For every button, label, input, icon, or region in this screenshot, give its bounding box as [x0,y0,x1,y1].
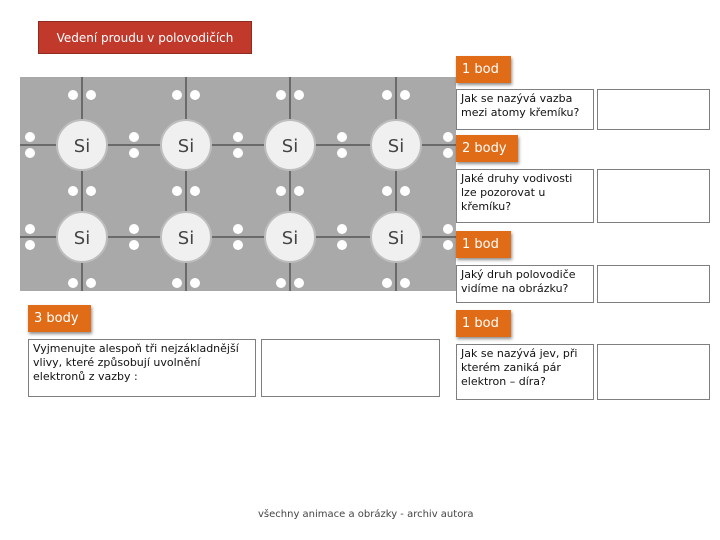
footer-credit: všechny animace a obrázky - archiv autor… [258,509,474,520]
electron [233,148,243,158]
q1-points-badge: 1 bod [456,56,511,83]
electron [294,278,304,288]
electron [129,132,139,142]
atom-symbol: Si [74,136,90,157]
electron [337,132,347,142]
atom-symbol: Si [388,228,404,249]
q4-question: Jak se nazývá jev, při kterém zaniká pár… [456,344,594,400]
atom-symbol: Si [178,136,194,157]
electron [382,186,392,196]
electron [129,224,139,234]
electron [25,240,35,250]
electron [190,90,200,100]
q4-points-badge: 1 bod [456,310,511,337]
electron [276,90,286,100]
atom-symbol: Si [282,228,298,249]
silicon-atom: Si [370,119,422,171]
electron [337,148,347,158]
electron [276,278,286,288]
silicon-atom: Si [264,119,316,171]
silicon-atom: Si [56,119,108,171]
electron [86,90,96,100]
electron [443,240,453,250]
q5-points-badge: 3 body [28,305,91,332]
silicon-atom: Si [160,119,212,171]
electron [294,186,304,196]
electron [172,278,182,288]
electron [190,278,200,288]
atom-symbol: Si [388,136,404,157]
electron [86,186,96,196]
silicon-atom: Si [264,211,316,263]
electron [233,224,243,234]
q5-answer-field[interactable] [261,339,440,397]
electron [400,186,410,196]
atom-symbol: Si [282,136,298,157]
slide-title: Vedení proudu v polovodičích [38,21,252,54]
q1-answer-field[interactable] [597,89,710,130]
electron [129,148,139,158]
electron [25,132,35,142]
q2-answer-field[interactable] [597,169,710,223]
electron [443,148,453,158]
electron [172,186,182,196]
electron [294,90,304,100]
electron [233,240,243,250]
electron [68,278,78,288]
electron [400,278,410,288]
electron [382,90,392,100]
electron [382,278,392,288]
electron [68,186,78,196]
q1-question: Jak se nazývá vazba mezi atomy křemíku? [456,89,594,130]
electron [190,186,200,196]
q5-question: Vyjmenujte alespoň tři nejzákladnější vl… [28,339,256,397]
electron [337,240,347,250]
electron [400,90,410,100]
electron [443,132,453,142]
atom-symbol: Si [74,228,90,249]
electron [276,186,286,196]
silicon-atom: Si [56,211,108,263]
electron [129,240,139,250]
q2-question: Jaké druhy vodivosti lze pozorovat u kře… [456,169,594,223]
q3-points-badge: 1 bod [456,231,511,258]
electron [25,224,35,234]
q3-question: Jaký druh polovodiče vidíme na obrázku? [456,265,594,303]
q4-answer-field[interactable] [597,344,710,400]
electron [233,132,243,142]
q2-points-badge: 2 body [456,135,518,162]
electron [443,224,453,234]
electron [172,90,182,100]
q3-answer-field[interactable] [597,265,710,303]
electron [68,90,78,100]
electron [25,148,35,158]
silicon-atom: Si [370,211,422,263]
electron [86,278,96,288]
electron [337,224,347,234]
atom-symbol: Si [178,228,194,249]
silicon-atom: Si [160,211,212,263]
